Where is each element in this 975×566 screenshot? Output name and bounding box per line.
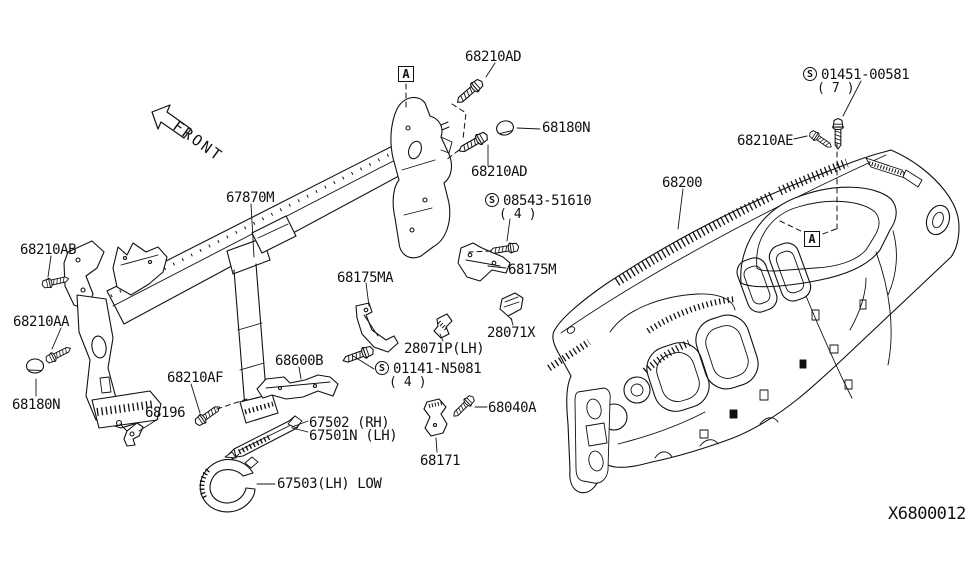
- label-01451-00581-qty: ( 7 ): [817, 81, 855, 96]
- label-01451-00581: 01451-00581: [821, 67, 910, 83]
- label-28071P: 28071P(LH): [404, 341, 485, 357]
- label-67503: 67503(LH) LOW: [277, 476, 382, 492]
- leader-lines: [35, 62, 862, 485]
- grommet-68180N-left: [25, 358, 45, 374]
- break-marks: [440, 121, 450, 131]
- label-68210AB: 68210AB: [20, 242, 77, 258]
- bolt-68210AE: [807, 128, 835, 152]
- crossmember-67870M-drawing: [63, 96, 453, 429]
- bracket-68171-drawing: [423, 398, 448, 437]
- label-08543-51610-prefix-circle: S: [485, 193, 499, 207]
- label-68180N-upper: 68180N: [542, 120, 591, 136]
- bolt-68210AA: [43, 343, 74, 366]
- front-direction-arrow: [151, 104, 192, 139]
- label-28071X: 28071X: [487, 325, 536, 341]
- label-01451-00581-prefix-circle: S: [803, 67, 817, 81]
- label-68171: 68171: [420, 453, 461, 469]
- bracket-68196-drawing: [115, 419, 144, 447]
- bracket-67503-drawing: [199, 451, 259, 513]
- label-68040A: 68040A: [488, 400, 537, 416]
- label-68210AD-lower: 68210AD: [471, 164, 528, 180]
- label-68210AD-top: 68210AD: [465, 49, 522, 65]
- label-08543-51610: 08543-51610: [503, 193, 592, 209]
- label-67502: 67502 (RH): [309, 415, 390, 431]
- label-67501N: 67501N (LH): [309, 428, 398, 444]
- bolt-01141-N5081: [340, 343, 376, 367]
- dashed-reference-lines: [216, 83, 838, 410]
- bolt-68210AF: [192, 402, 223, 429]
- bolt-68210AD-top: [453, 76, 486, 108]
- label-01141-N5081-prefix-circle: S: [375, 361, 389, 375]
- bolt-68040A: [449, 393, 477, 421]
- label-68210AA: 68210AA: [13, 314, 70, 330]
- label-68196: 68196: [145, 405, 186, 421]
- label-68200: 68200: [662, 175, 703, 191]
- grommet-68180N-upper: [494, 118, 516, 138]
- bracket-68600B-drawing: [256, 374, 339, 400]
- label-68175MA: 68175MA: [337, 270, 394, 286]
- bracket-68175MA-drawing: [355, 302, 399, 353]
- drawing-number: X6800012: [888, 504, 966, 524]
- member-67502-67501N-drawing: [227, 415, 303, 460]
- view-marker-a-panel: A: [804, 231, 820, 247]
- label-08543-51610-qty: ( 4 ): [499, 207, 537, 222]
- label-68210AF: 68210AF: [167, 370, 224, 386]
- view-marker-a-top: A: [398, 66, 414, 82]
- instrument-panel-68200-drawing: [547, 149, 960, 494]
- label-68175M: 68175M: [508, 262, 557, 278]
- label-01141-N5081-qty: ( 4 ): [389, 375, 427, 390]
- label-68210AE: 68210AE: [737, 133, 794, 149]
- bracket-68175M-drawing: [457, 242, 511, 282]
- label-67870M: 67870M: [226, 190, 275, 206]
- label-01141-N5081: 01141-N5081: [393, 361, 482, 377]
- clip-28071P-drawing: [433, 313, 453, 339]
- screw-01451-00581: [832, 117, 844, 150]
- label-68600B: 68600B: [275, 353, 324, 369]
- clip-28071X-drawing: [499, 292, 524, 321]
- label-68180N-left: 68180N: [12, 397, 61, 413]
- bolt-68210AD-lower: [455, 129, 491, 157]
